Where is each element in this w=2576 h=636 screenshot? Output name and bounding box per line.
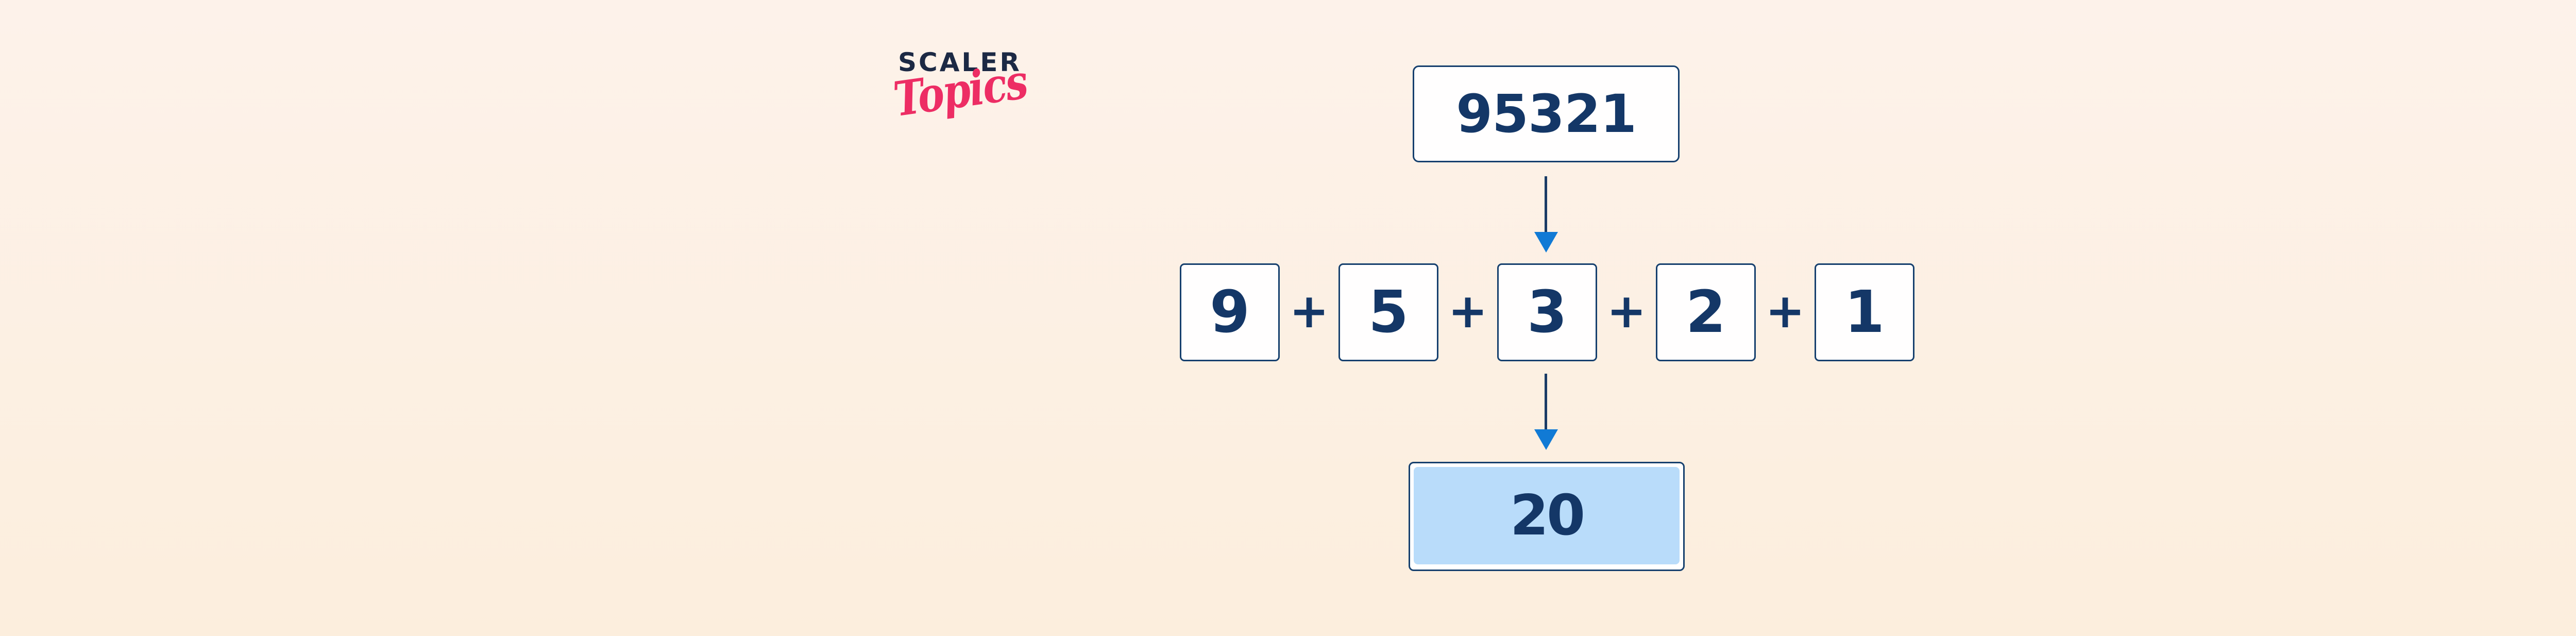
digit-value: 9 xyxy=(1210,279,1250,346)
digit-value: 1 xyxy=(1844,279,1885,346)
digit-box: 5 xyxy=(1338,263,1438,361)
digit-value: 2 xyxy=(1686,279,1726,346)
digit-box: 3 xyxy=(1497,263,1597,361)
scaler-topics-logo: SCALER Topics xyxy=(890,47,1032,153)
plus-operator: + xyxy=(1765,283,1805,339)
digit-box: 9 xyxy=(1180,263,1280,361)
result-box-fill: 20 xyxy=(1414,467,1680,564)
plus-operator: + xyxy=(1289,283,1329,339)
arrow-tip xyxy=(1534,429,1558,450)
digit-box: 1 xyxy=(1815,263,1914,361)
down-arrow-icon xyxy=(1534,176,1558,253)
result-value: 20 xyxy=(1510,483,1585,548)
plus-operator: + xyxy=(1448,283,1488,339)
result-box: 20 xyxy=(1409,462,1685,571)
input-number-value: 95321 xyxy=(1456,83,1637,145)
digit-box: 2 xyxy=(1656,263,1756,361)
digit-value: 3 xyxy=(1527,279,1567,346)
digit-value: 5 xyxy=(1368,279,1409,346)
logo-subbrand-text: Topics xyxy=(890,54,1030,128)
digit-row: 9 + 5 + 3 + 2 + 1 xyxy=(1180,263,1914,361)
arrow-shaft xyxy=(1545,374,1547,430)
arrow-shaft xyxy=(1545,176,1547,233)
down-arrow-icon xyxy=(1534,374,1558,451)
plus-operator: + xyxy=(1606,283,1647,339)
arrow-tip xyxy=(1534,232,1558,253)
input-number-box: 95321 xyxy=(1413,65,1680,162)
logo-brand-text: SCALER xyxy=(898,47,1022,77)
